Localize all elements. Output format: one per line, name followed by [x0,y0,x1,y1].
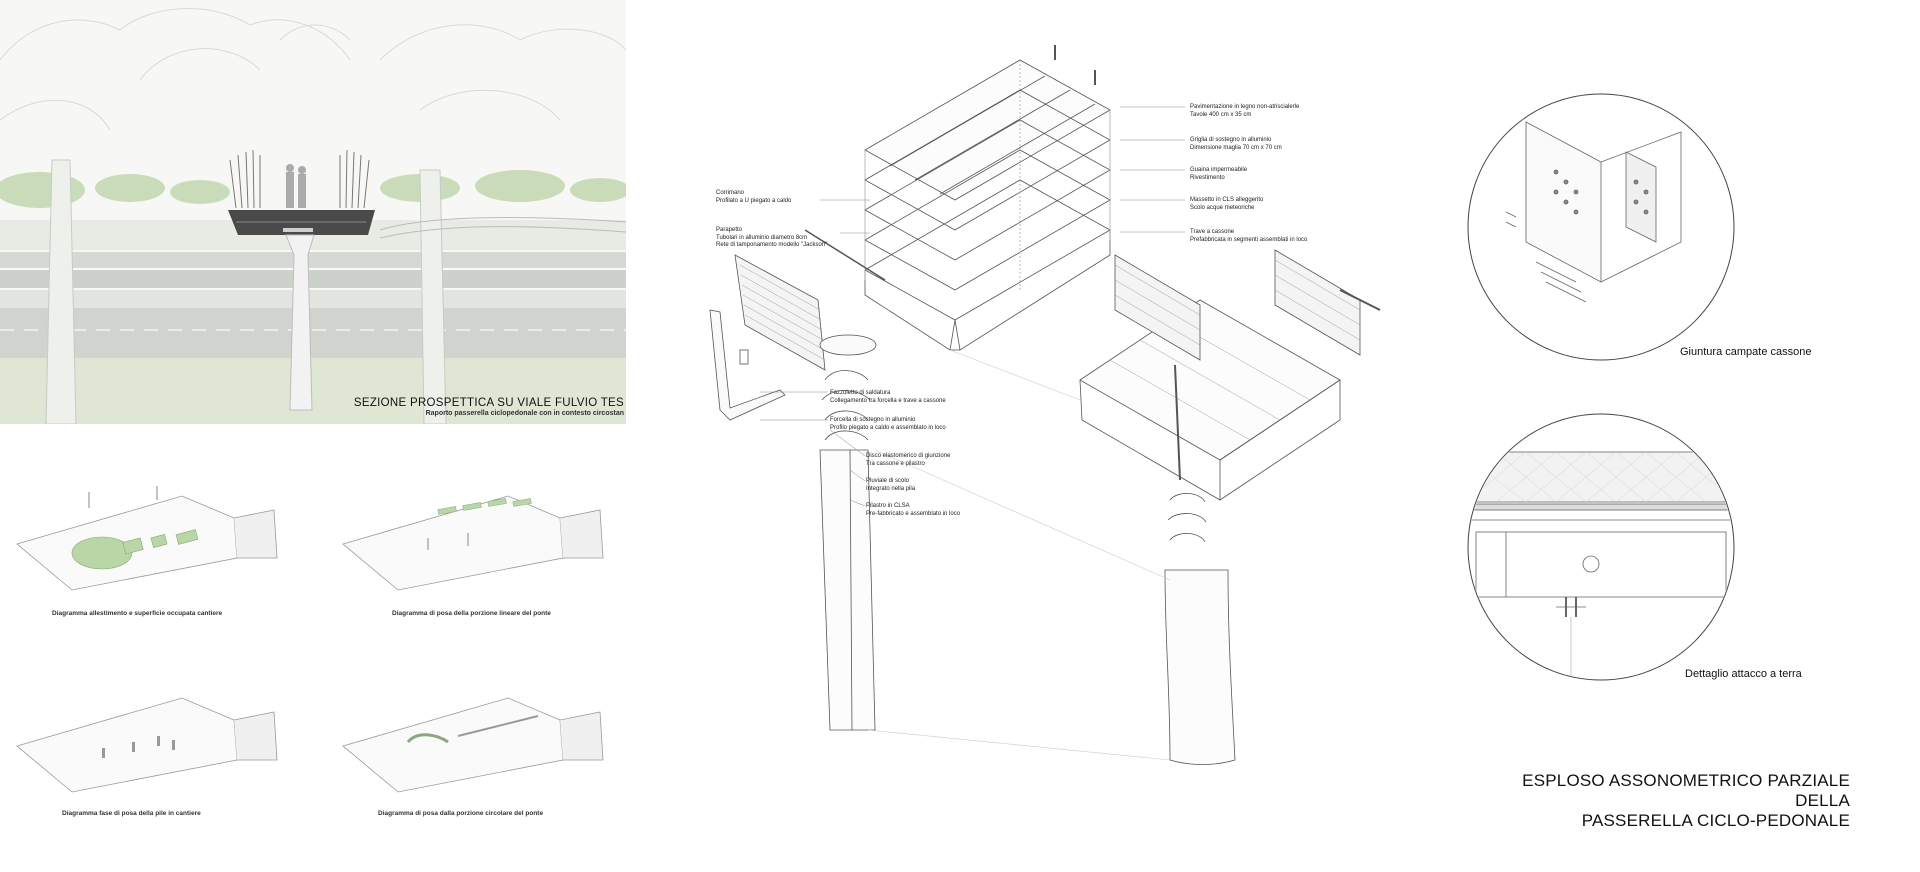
site-diagram-illustration [342,697,604,793]
leader-lines [760,106,1185,507]
detail-1-caption: Giuntura campate cassone [1680,346,1812,358]
site-diagram-illustration [16,486,278,591]
detail-joint-circle [1467,93,1735,361]
phase-diagram-1-caption: Diagramma allestimento e superficie occu… [52,610,223,617]
detail-ground-circle [1467,413,1735,681]
phase-diagram-1 [12,478,282,598]
label-pavimentazione: Pavimentazione in legno non-atriscialerl… [1190,104,1300,118]
main-title-line-2: PASSERELLA CICLO-PEDONALE [1581,811,1850,830]
section-perspective-drawing [0,0,626,424]
section-title: SEZIONE PROSPETTICA SU VIALE FULVIO TES [353,397,624,409]
phase-diagram-2 [338,478,608,598]
site-diagram-illustration [342,495,604,591]
phase-diagram-4 [338,680,608,800]
section-perspective-panel: SEZIONE PROSPETTICA SU VIALE FULVIO TES … [0,0,626,424]
exploded-axonometric-drawing [709,45,1381,765]
detail-2-caption: Dettaglio attacco a terra [1685,668,1802,680]
phase-diagram-3 [12,680,282,800]
phase-diagram-4-caption: Diagramma di posa dalla porzione circola… [378,810,544,817]
section-subtitle: Raporto passerella ciclopedonale con in … [425,410,624,417]
site-diagram-illustration [16,697,278,793]
main-title: ESPLOSO ASSONOMETRICO PARZIALE DELLA PAS… [1480,771,1850,831]
phase-diagram-3-caption: Diagramma fase di posa della pile in can… [62,810,201,817]
phase-diagram-2-caption: Diagramma di posa della porzione lineare… [392,610,551,617]
main-title-line-1: ESPLOSO ASSONOMETRICO PARZIALE DELLA [1522,771,1850,810]
